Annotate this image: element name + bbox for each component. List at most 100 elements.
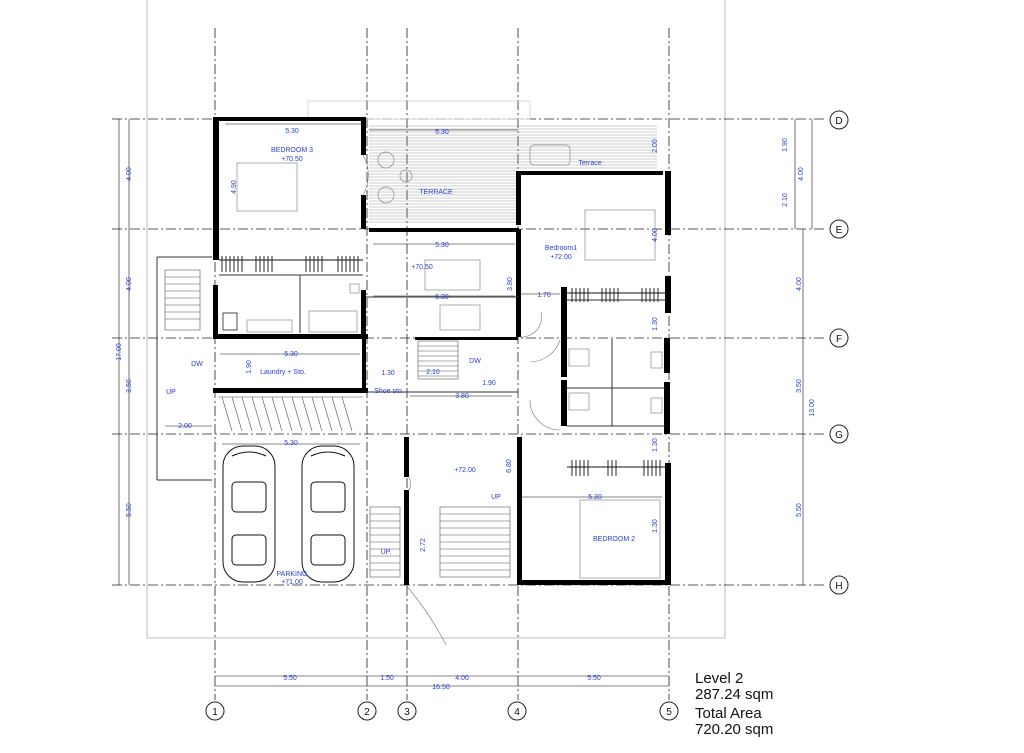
- dim-bottom-4: 5.50: [587, 675, 601, 682]
- grid-bubble-h: H: [829, 575, 849, 595]
- walls: [213, 117, 671, 585]
- dim-stair-c: 1.90: [482, 380, 496, 387]
- level-area: 287.24 sqm: [695, 686, 774, 703]
- dim-right-total: 13.00: [809, 399, 816, 417]
- svg-text:H: H: [835, 581, 842, 592]
- grid-bubble-1: 1: [205, 701, 225, 721]
- dim-b1-depth: 4.00: [652, 228, 659, 242]
- dim-right-top: 4.00: [798, 167, 805, 181]
- stairs: [164, 269, 511, 578]
- dim-bottom-1: 5.50: [283, 675, 297, 682]
- dim-corridor: 1.70: [537, 292, 551, 299]
- closets: [219, 256, 668, 476]
- room-label-up-left: UP: [166, 389, 176, 396]
- grid-bubble-g: G: [829, 424, 849, 444]
- dim-laundry-width: 5.30: [284, 351, 298, 358]
- dim-b2-depth: 1.30: [652, 438, 659, 452]
- dim-terrace-width: 5.30: [435, 129, 449, 136]
- dim-terrace-depth: 2.00: [652, 139, 659, 153]
- room-label-bedroom2: BEDROOM 2: [593, 536, 635, 543]
- dim-right-5: 5.50: [796, 503, 803, 517]
- grid-bubble-5: 5: [659, 701, 679, 721]
- dim-b3-depth: 4.90: [231, 180, 238, 194]
- dimension-lines: [118, 119, 813, 687]
- terrace-decking: [369, 125, 657, 223]
- dim-left-3: 3.50: [126, 379, 133, 393]
- svg-text:1: 1: [212, 707, 218, 718]
- dim-stair-b: 2.10: [426, 369, 440, 376]
- partitions: [156, 256, 665, 481]
- dim-stair-a: 1.30: [381, 370, 395, 377]
- grid-bubble-e: E: [829, 219, 849, 239]
- door-swings: [362, 154, 561, 646]
- dim-left-total: 17.00: [116, 343, 123, 361]
- dim-left-offset: 2.00: [178, 423, 192, 430]
- dim-shoe-width: 3.80: [455, 393, 469, 400]
- room-label-dw-left: DW: [191, 361, 203, 368]
- room-labels: BEDROOM 3 +70.50 TERRACE Terrace Bedroom…: [166, 147, 635, 586]
- dim-hall-width-top: 5.30: [435, 242, 449, 249]
- dim-entry-stair: 2.72: [420, 538, 427, 552]
- dim-right-1: 1.90: [782, 138, 789, 152]
- dim-bottom-total: 16.50: [432, 684, 450, 691]
- room-label-bedroom3: BEDROOM 3: [271, 147, 313, 154]
- grid-bubbles-rows: D E F G H: [829, 110, 849, 595]
- dim-left-1: 4.00: [126, 167, 133, 181]
- room-label-laundry: Laundry + Sto.: [260, 369, 306, 376]
- dim-laundry-depth: 1.90: [246, 360, 253, 374]
- svg-text:5: 5: [666, 707, 672, 718]
- svg-text:F: F: [836, 334, 842, 345]
- dimension-labels: 5.30 5.30 5.30 5.30 1.70 5.30 1.30 2.10 …: [178, 128, 602, 691]
- level-label: Level 2: [695, 670, 744, 687]
- room-label-up-stair: UP.: [381, 549, 392, 556]
- svg-text:2: 2: [364, 707, 370, 718]
- room-label-up-entry: UP: [491, 494, 501, 501]
- total-area-value: 720.20 sqm: [695, 721, 774, 738]
- dim-bottom-3: 4.00: [455, 675, 469, 682]
- dim-left-2: 4.00: [126, 277, 133, 291]
- svg-text:D: D: [835, 116, 842, 127]
- canopy-outline: [307, 100, 531, 120]
- car-2: [301, 445, 355, 583]
- room-level-entry: +72.00: [454, 467, 476, 474]
- svg-text:G: G: [835, 430, 843, 441]
- dim-right-3: 4.00: [796, 277, 803, 291]
- dim-parking-width: 5.30: [284, 440, 298, 447]
- grid-bubbles-columns: 1 2 3 4 5: [205, 701, 679, 721]
- dim-right-2: 2.10: [782, 193, 789, 207]
- dim-b2-width: 5.30: [588, 494, 602, 501]
- dim-entry-depth: 6.80: [506, 459, 513, 473]
- dim-left-4: 5.50: [126, 503, 133, 517]
- dimension-labels-vertical: 4.90 2.00 3.80 4.00 1.30 1.90 6.80 2.72 …: [116, 138, 816, 552]
- room-label-shoe: Shoe sto.: [374, 388, 404, 395]
- total-area-label: Total Area: [695, 705, 762, 722]
- grid-bubble-2: 2: [357, 701, 377, 721]
- dim-hall-width-mid: 5.30: [435, 294, 449, 301]
- room-level-bedroom3: +70.50: [281, 156, 303, 163]
- grid-bubble-4: 4: [507, 701, 527, 721]
- dim-b2-bath: 1.30: [652, 519, 659, 533]
- room-level-bedroom1: +72.00: [550, 254, 572, 261]
- area-summary: Level 2 287.24 sqm Total Area 720.20 sqm: [695, 671, 773, 738]
- room-level-hall: +70.50: [411, 264, 433, 271]
- site-boundary: [146, 0, 726, 639]
- furniture: [222, 144, 663, 579]
- dim-hall-depth: 3.80: [507, 277, 514, 291]
- svg-text:E: E: [836, 225, 843, 236]
- room-label-terrace: TERRACE: [419, 189, 453, 196]
- dim-right-4: 3.50: [796, 379, 803, 393]
- svg-text:4: 4: [514, 707, 520, 718]
- grid-bubble-d: D: [829, 110, 849, 130]
- room-level-parking: +71.00: [281, 579, 303, 586]
- grid-bubble-3: 3: [397, 701, 417, 721]
- dim-bath-depth: 1.30: [652, 317, 659, 331]
- room-label-terrace-small: Terrace: [578, 160, 601, 167]
- room-label-parking: PARKING: [277, 571, 308, 578]
- dim-b3-width: 5.30: [285, 128, 299, 135]
- car-1: [222, 445, 276, 583]
- grid-bubble-f: F: [829, 328, 849, 348]
- dim-bottom-2: 1.50: [380, 675, 394, 682]
- room-label-bedroom1: Bedroom1: [545, 245, 577, 252]
- svg-text:3: 3: [404, 707, 410, 718]
